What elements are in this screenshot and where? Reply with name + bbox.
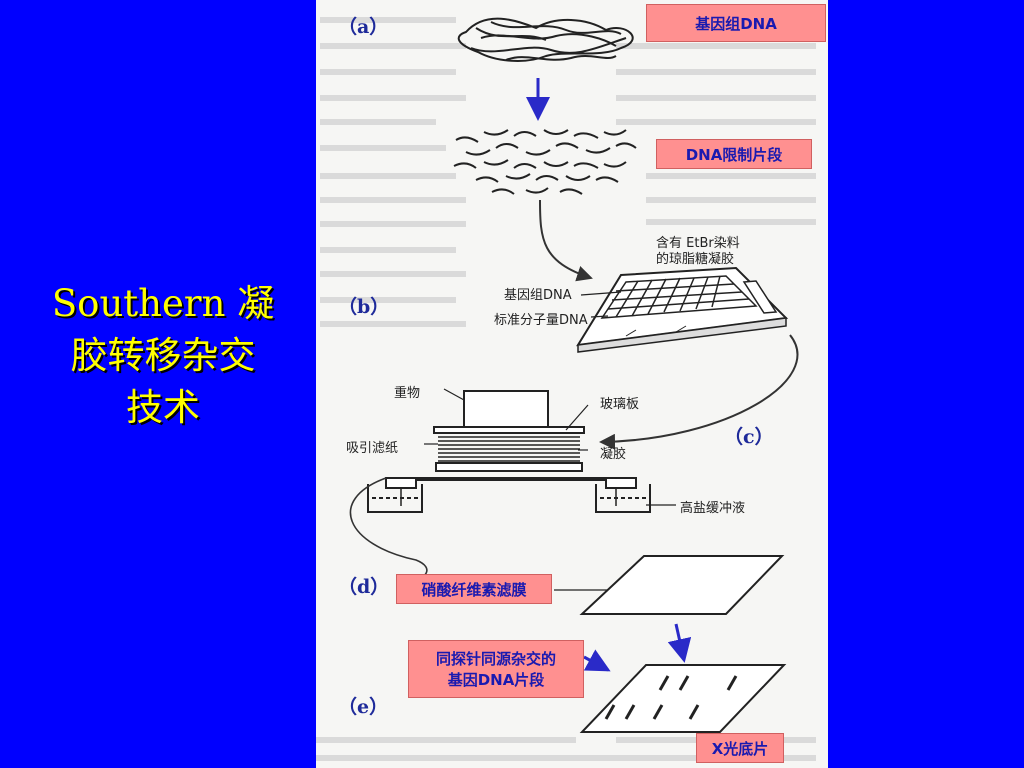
nitrocellulose-membrane [579, 555, 785, 615]
label-absorbent-paper: 吸引滤纸 [346, 441, 399, 456]
slide-title-line-2: 胶转移杂交 [70, 334, 256, 377]
arrow-to-membrane [349, 477, 428, 584]
label-genomic-dna: 基因组DNA [504, 288, 572, 303]
stage-c-label: （c） [724, 426, 774, 448]
label-gel-line-2: 的琼脂糖凝胶 [656, 252, 735, 267]
leader-marker [590, 315, 609, 318]
stage-a-label: （a） [338, 16, 389, 38]
southern-blot-figure: （a） （b） （c） （d） （e） 基因组DNA DNA限制片段 硝酸纤维素… [316, 0, 828, 768]
restriction-fragments [453, 129, 637, 195]
xray-film [579, 664, 787, 733]
callout-dna-fragments: DNA限制片段 [656, 139, 812, 169]
leader-genomic [580, 291, 622, 296]
arrow-to-gel [539, 199, 593, 282]
callout-probe-fragment: 同探针同源杂交的 基因DNA片段 [408, 640, 584, 698]
agarose-gel [576, 266, 789, 353]
arrow-probe [583, 649, 611, 672]
callout-xray-film: X光底片 [696, 733, 784, 763]
slide-title-line-1: Southern 凝 [51, 282, 275, 325]
label-salt-buffer: 高盐缓冲液 [680, 501, 746, 516]
label-gel: 凝胶 [600, 447, 627, 462]
genomic-dna-tangle [457, 17, 634, 62]
callout-probe-line-1: 同探针同源杂交的 [435, 650, 556, 668]
label-weight: 重物 [394, 386, 421, 401]
label-gel-line-1: 含有 EtBr染料 [656, 236, 740, 251]
label-glass-plate: 玻璃板 [600, 397, 640, 412]
callout-probe-line-2: 基因DNA片段 [447, 671, 545, 689]
slide-title: Southern 凝 胶转移杂交 技术 [18, 278, 308, 434]
arrow-to-film [667, 623, 692, 663]
capillary-transfer-setup [367, 390, 651, 513]
arrow-to-transfer [599, 334, 799, 450]
stage-e-label: （e） [338, 696, 389, 718]
callout-genomic-dna: 基因组DNA [646, 4, 826, 42]
stage-d-label: （d） [338, 576, 390, 598]
callout-nitrocellulose: 硝酸纤维素滤膜 [396, 574, 552, 604]
slide-title-line-3: 技术 [126, 386, 200, 429]
stage-b-label: （b） [338, 296, 390, 318]
label-marker-dna: 标准分子量DNA [494, 313, 588, 328]
